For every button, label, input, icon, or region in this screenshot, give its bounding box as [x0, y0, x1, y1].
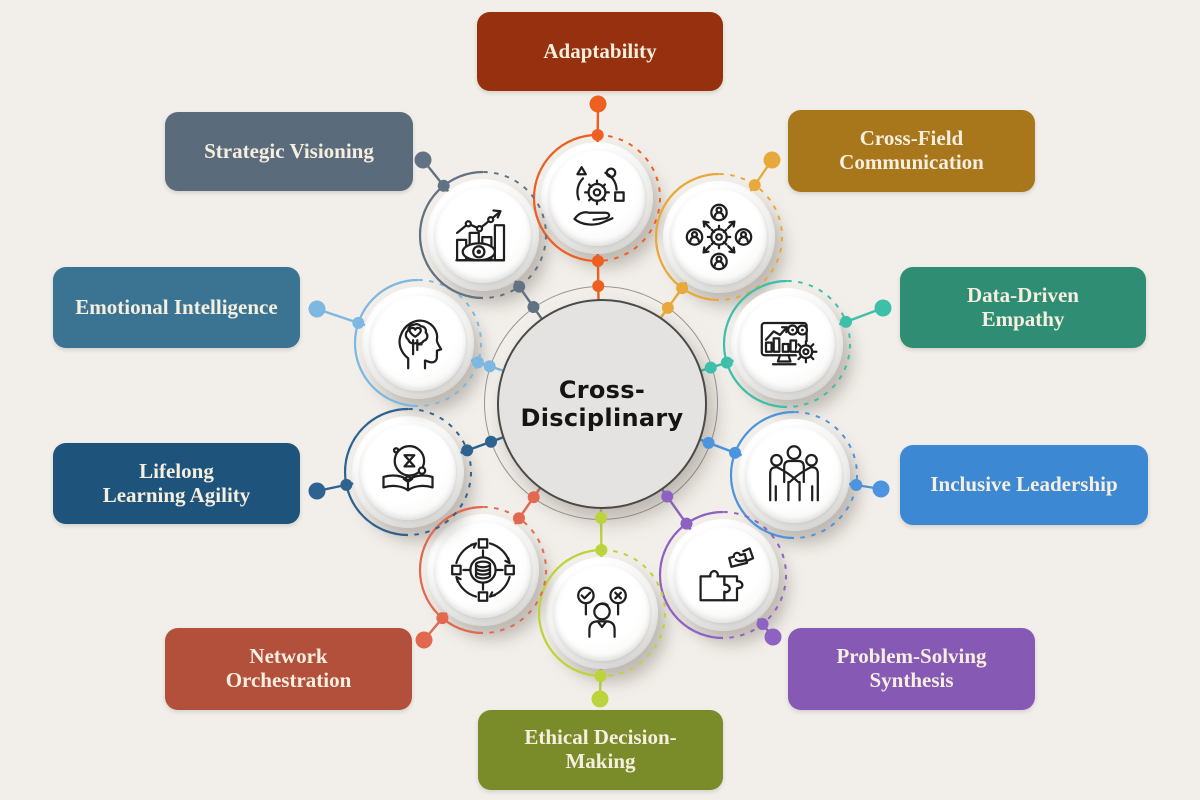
lifelong-learning-agility-icon: [382, 444, 434, 492]
emotional-intelligence-icon: [398, 319, 443, 370]
network-orchestration-icon: [451, 538, 515, 602]
inclusive-leadership-icon: [769, 445, 819, 502]
center-title: Cross- Disciplinary: [521, 376, 684, 433]
node-inclusive-leadership: [738, 419, 850, 531]
label-box-adaptability: Adaptability: [477, 12, 723, 91]
label-line: Empathy: [981, 306, 1065, 331]
node-problem-solving-synthesis: [667, 519, 779, 631]
label-box-ethical-decision-making: Ethical Decision-Making: [478, 710, 723, 790]
cross-field-communication-icon: [685, 203, 753, 271]
node-cross-field-communication: [663, 181, 775, 293]
label-line: Emotional Intelligence: [75, 294, 278, 319]
center-circle: Cross- Disciplinary: [497, 299, 707, 509]
label-line: Problem-Solving: [836, 644, 987, 669]
label-line: Making: [565, 749, 636, 773]
label-line: Orchestration: [225, 668, 352, 692]
problem-solving-synthesis-icon: [699, 547, 755, 602]
label-line: Learning Agility: [102, 482, 251, 507]
node-face: [435, 187, 531, 283]
label-line: Inclusive Leadership: [930, 472, 1118, 497]
label-line: Cross-Field: [859, 126, 964, 151]
label-box-strategic-visioning: Strategic Visioning: [165, 112, 413, 191]
label-line: Lifelong: [139, 458, 214, 483]
label-line: Ethical Decision-: [524, 725, 677, 750]
label-line: Adaptability: [543, 38, 657, 63]
node-ethical-decision-making: [546, 557, 658, 669]
label-line: Data-Driven: [967, 282, 1079, 307]
label-box-inclusive-leadership: Inclusive Leadership: [900, 445, 1148, 525]
node-face: [360, 424, 456, 520]
node-lifelong-learning-agility: [352, 416, 464, 528]
node-data-driven-empathy: [731, 288, 843, 400]
label-line: Strategic Visioning: [204, 138, 374, 163]
node-face: [554, 565, 650, 661]
node-face: [746, 427, 842, 523]
node-face: [671, 189, 767, 285]
label-line: Communication: [839, 150, 984, 174]
node-adaptability: [541, 142, 653, 254]
label-box-emotional-intelligence: Emotional Intelligence: [53, 267, 300, 348]
center-title-line: Cross-: [558, 375, 646, 404]
ethical-decision-making-icon: [577, 586, 627, 638]
node-network-orchestration: [427, 514, 539, 626]
adaptability-icon: [573, 166, 625, 226]
node-face: [435, 522, 531, 618]
label-line: Network: [249, 644, 328, 669]
node-face: [675, 527, 771, 623]
strategic-visioning-icon: [455, 209, 506, 262]
node-strategic-visioning: [427, 179, 539, 291]
data-driven-empathy-icon: [760, 321, 818, 366]
node-face: [370, 295, 466, 391]
node-emotional-intelligence: [362, 287, 474, 399]
node-face: [549, 150, 645, 246]
label-line: Synthesis: [869, 668, 954, 692]
node-face: [739, 296, 835, 392]
center-title-line: Disciplinary: [520, 404, 684, 432]
